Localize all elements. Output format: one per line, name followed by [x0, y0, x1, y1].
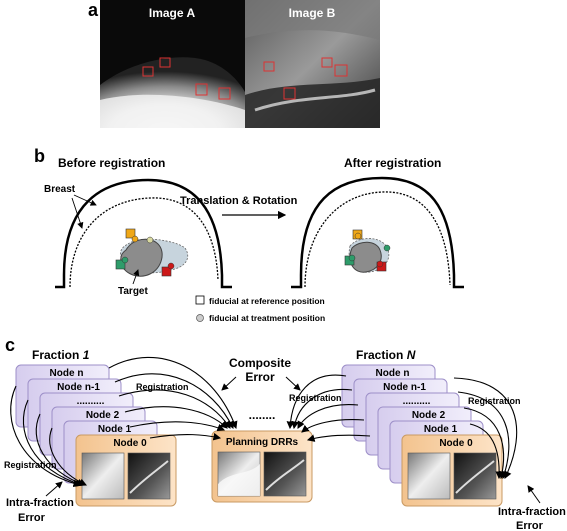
- registration-arcs-left-inner: [10, 385, 87, 488]
- composite-error-line2: Error: [245, 370, 275, 384]
- node-label-right-4: Node 1: [424, 424, 458, 435]
- fraction-n-stack: Node n Node n-1.......... Node 2 Node 1 Node…: [341, 364, 503, 507]
- image-a: [100, 0, 245, 128]
- after-registration-label: After registration: [344, 156, 441, 170]
- transform-label: Translation & Rotation: [180, 195, 298, 207]
- intra-fraction-left-line1: Intra-fraction: [6, 497, 74, 509]
- panel-a-letter: a: [88, 0, 99, 20]
- fiducial-red-ref: [161, 266, 172, 277]
- image-b-label: Image B: [289, 6, 336, 20]
- node0-image-left-right: [407, 452, 451, 500]
- breast-arrow-1: [73, 194, 97, 206]
- node-label-right-3: Node 2: [412, 410, 446, 421]
- fraction-1-label: Fraction 1: [32, 348, 90, 362]
- composite-error-line1: Composite: [229, 356, 291, 370]
- intra-fraction-right-line2: Error: [516, 520, 544, 531]
- fiducial-green-treat: [121, 256, 129, 264]
- composite-arrow-right: [285, 376, 301, 391]
- registration-label-left-2: Registration: [4, 460, 57, 470]
- registration-arcs-right: [286, 374, 371, 442]
- fiducial-orange-treat: [131, 235, 139, 243]
- panel-b-letter: b: [34, 146, 45, 166]
- target-label: Target: [118, 286, 148, 297]
- target-arrow: [132, 269, 140, 285]
- planning-drrs-box: [211, 430, 313, 503]
- image-a-label: Image A: [149, 6, 196, 20]
- fraction-1-stack: Node n Node n-1.......... Node 2 Node 1 Node…: [15, 364, 177, 507]
- fiducial-gray-treat: [146, 236, 154, 244]
- node-label-left-0: Node n: [50, 368, 84, 379]
- target-after: [344, 229, 391, 273]
- registration-arcs-left: [108, 356, 238, 441]
- fiducial-red-treat: [167, 262, 175, 270]
- breast-arrow-2: [71, 197, 84, 229]
- before-registration-label: Before registration: [58, 156, 165, 170]
- panel-b-legend: fiducial at reference position fiducial …: [195, 295, 325, 323]
- intra-fraction-left-line2: Error: [18, 512, 46, 524]
- registration-label-right-2: Registration: [468, 396, 521, 406]
- breast-after: [291, 176, 464, 289]
- image-b: [245, 0, 380, 128]
- fiducial-orange-ref: [125, 228, 136, 239]
- fraction-n-label: Fraction N: [356, 348, 416, 362]
- intra-fraction-left-arrow: [45, 481, 63, 497]
- registration-label-right-1: Registration: [289, 393, 342, 403]
- breast-before: [55, 178, 232, 289]
- node-label-right-1: Node n-1: [383, 382, 426, 393]
- node-card-left-5: Node 0: [75, 434, 177, 507]
- node-label-left-1: Node n-1: [57, 382, 100, 393]
- node-label-right-5: Node 0: [439, 438, 473, 449]
- node-card-right-5: Node 0: [401, 434, 503, 507]
- node-label-right-0: Node n: [376, 368, 410, 379]
- legend-reference-text: fiducial at reference position: [209, 296, 325, 306]
- registration-arcs-right-inner: [453, 377, 518, 480]
- intra-fraction-right-line1: Intra-fraction: [498, 506, 566, 518]
- ellipsis-dots: ........: [249, 408, 276, 422]
- node-label-left-3: Node 2: [86, 410, 120, 421]
- panel-c-letter: c: [5, 335, 15, 355]
- node-label-left-2: ..........: [77, 396, 105, 407]
- node-label-left-5: Node 0: [113, 438, 147, 449]
- intra-fraction-right-arrow: [527, 485, 541, 504]
- fiducial-green-ref: [115, 259, 126, 270]
- breast-label: Breast: [44, 184, 76, 195]
- node0-image-left-left: [81, 452, 125, 500]
- registration-label-left: Registration: [136, 382, 189, 392]
- node-label-right-2: ..........: [403, 396, 431, 407]
- legend-square-icon: [195, 295, 205, 305]
- composite-arrow-left: [221, 376, 237, 391]
- legend-treatment-text: fiducial at treatment position: [209, 313, 325, 323]
- legend-circle-icon: [196, 314, 204, 322]
- target-before: [115, 228, 189, 277]
- node-label-left-4: Node 1: [98, 424, 132, 435]
- planning-drrs-label: Planning DRRs: [226, 437, 299, 448]
